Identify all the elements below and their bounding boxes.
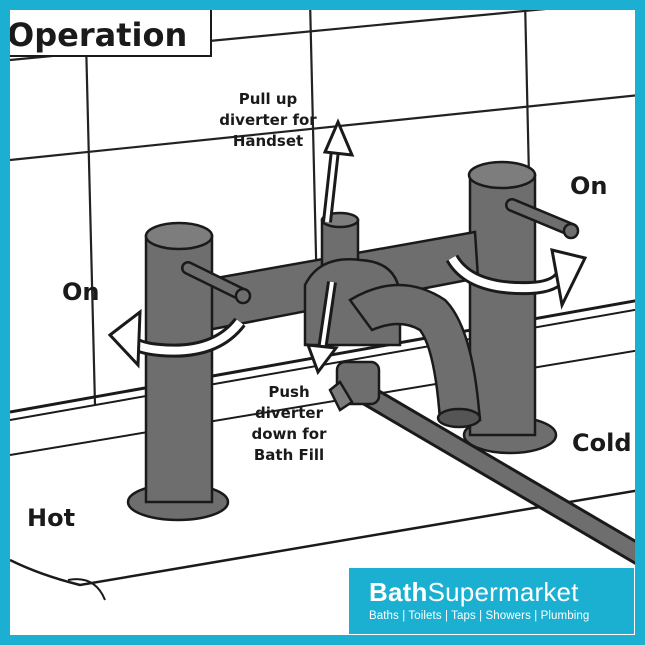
push-label: Push diverter down for Bath Fill	[251, 383, 327, 464]
logo-name-regular: Supermarket	[427, 577, 579, 607]
pull-up-line-2: diverter for	[219, 111, 317, 129]
rotate-arrow-left	[107, 308, 246, 369]
logo-name-bold: Bath	[369, 577, 428, 607]
push-line-3: down for	[251, 425, 327, 443]
title-box: Operation	[7, 10, 212, 57]
logo-wordmark: BathSupermarket	[369, 578, 634, 606]
pull-up-line-1: Pull up	[239, 90, 298, 108]
push-line-2: diverter	[255, 404, 324, 422]
hot-tap	[126, 221, 252, 522]
spout	[348, 283, 482, 429]
cold-tap	[462, 160, 580, 455]
push-down-arrow	[305, 281, 339, 376]
pull-up-label: Pull up diverter for Handset	[219, 90, 317, 150]
pull-up-arrow	[322, 118, 355, 223]
page-title: Operation	[7, 16, 187, 54]
brand-logo: BathSupermarket Baths | Toilets | Taps |…	[349, 568, 634, 634]
on-label-right: On	[570, 172, 608, 200]
logo-tagline: Baths | Toilets | Taps | Showers | Plumb…	[369, 610, 590, 622]
push-line-4: Bath Fill	[254, 446, 324, 464]
cold-label: Cold	[572, 429, 632, 457]
shower-hose	[339, 374, 635, 565]
on-label-left: On	[62, 278, 100, 306]
pull-up-line-3: Handset	[233, 132, 303, 150]
hot-label: Hot	[27, 504, 75, 532]
push-line-1: Push	[268, 383, 309, 401]
hose-connector	[328, 360, 381, 412]
rotate-arrow-right	[445, 247, 588, 310]
